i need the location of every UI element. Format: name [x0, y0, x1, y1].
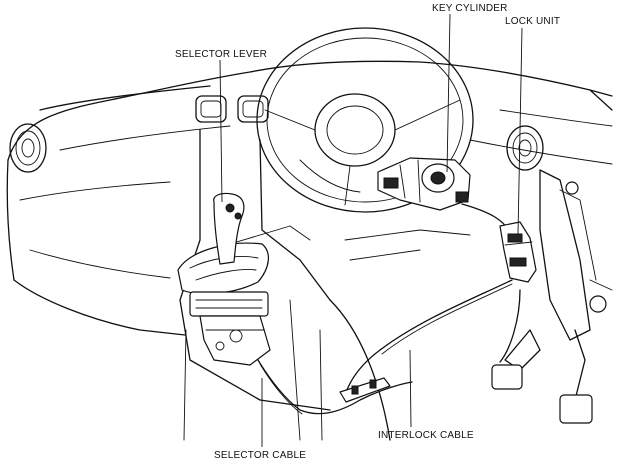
interlock-cable-label: INTERLOCK CABLE [378, 430, 474, 441]
lock-unit-label: LOCK UNIT [505, 16, 561, 27]
leader-lines [219, 13, 523, 447]
key-cylinder-label: KEY CYLINDER [432, 3, 508, 14]
steering-wheel [256, 27, 474, 213]
left-air-vent [9, 123, 47, 173]
pedal-assembly [491, 169, 613, 424]
selector-cable-label: SELECTOR CABLE [214, 450, 307, 461]
leader-key-cylinder [446, 13, 451, 173]
leader-selector-lever [219, 59, 223, 203]
right-air-vent [506, 125, 544, 171]
key-cylinder-assembly [377, 157, 471, 211]
selector-lever-assembly [177, 192, 271, 366]
leader-lock-unit [517, 27, 523, 235]
selector-cable-line [257, 359, 413, 415]
interlock-cable-line [344, 203, 513, 396]
selector-lever-label: SELECTOR LEVER [175, 49, 268, 60]
leader-interlock-cable [409, 349, 412, 428]
dashboard-body [6, 60, 613, 336]
lock-unit-assembly [499, 221, 537, 283]
